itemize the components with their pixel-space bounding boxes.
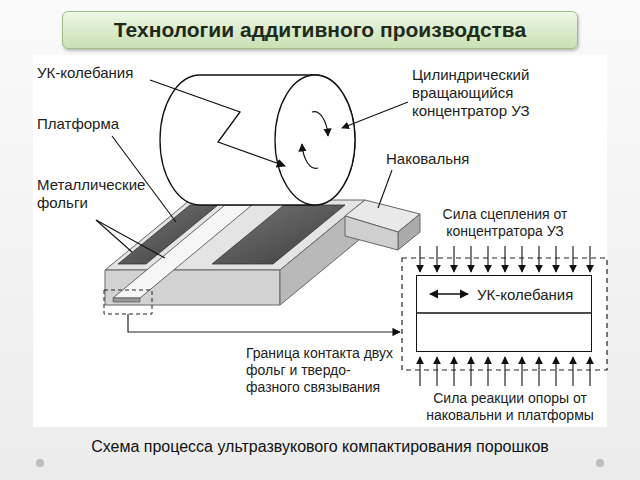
detail-box: УК-колебания <box>416 275 592 352</box>
oscillation-zigzag <box>150 80 285 166</box>
leader-line <box>378 170 392 208</box>
reaction-force-arrow <box>470 357 471 386</box>
anvil-side <box>398 214 420 250</box>
adhesion-force-arrow <box>453 246 454 272</box>
contact-boundary <box>416 312 592 313</box>
foil-middle-edge <box>113 298 140 302</box>
anvil-front <box>345 216 398 250</box>
part-label: Цилиндрический вращающийся концентратор … <box>412 66 562 120</box>
title-banner: Технологии аддитивного производства <box>62 11 578 49</box>
reaction-force-arrow <box>555 357 556 386</box>
reaction-force-arrow <box>487 357 488 386</box>
leader-line <box>96 220 165 258</box>
reaction-force-arrow <box>504 357 505 386</box>
reaction-force-arrow <box>589 357 590 386</box>
detail-leader <box>128 314 400 332</box>
force-arrows <box>420 246 590 386</box>
adhesion-force-arrow <box>419 246 420 272</box>
adhesion-force-arrow <box>589 246 590 272</box>
rotation-arrow <box>302 144 318 168</box>
detail-dashed-frame <box>402 258 607 370</box>
adhesion-force-arrow <box>521 246 522 272</box>
reaction-force-arrow <box>419 357 420 386</box>
adhesion-force-arrow <box>504 246 505 272</box>
adhesion-force-arrow <box>436 246 437 272</box>
figure-caption: Схема процесса ультразвукового компактир… <box>20 438 620 456</box>
part-label: Сила реакции опоры от наковальни и платф… <box>410 390 610 424</box>
reaction-force-arrow <box>572 357 573 386</box>
leader-line <box>342 102 408 128</box>
leader-line <box>96 220 132 252</box>
slide-dot <box>596 459 604 467</box>
reaction-force-arrow <box>538 357 539 386</box>
part-label: Сила сцепления от концентратора УЗ <box>420 206 590 240</box>
detail-marker <box>104 290 152 314</box>
box-text: УК-колебания <box>477 286 591 304</box>
adhesion-force-arrow <box>538 246 539 272</box>
adhesion-force-arrow <box>487 246 488 272</box>
part-label: Наковальня <box>386 150 506 168</box>
reaction-force-arrow <box>453 357 454 386</box>
reaction-force-arrow <box>521 357 522 386</box>
adhesion-force-arrow <box>470 246 471 272</box>
cylinder-face <box>275 75 355 205</box>
part-label: Граница контакта двух фольг и твердо-фаз… <box>246 345 401 396</box>
part-label: УК-колебания <box>37 64 177 82</box>
slide-title: Технологии аддитивного производства <box>114 18 526 42</box>
adhesion-force-arrow <box>572 246 573 272</box>
part-label: Металлические фольги <box>37 176 167 212</box>
adhesion-force-arrow <box>555 246 556 272</box>
reaction-force-arrow <box>436 357 437 386</box>
foil-right <box>212 205 345 264</box>
part-label: Платформа <box>37 115 177 133</box>
rotation-arrow <box>312 112 328 136</box>
oscillation-arrow <box>430 293 468 294</box>
slide-dot <box>36 459 44 467</box>
